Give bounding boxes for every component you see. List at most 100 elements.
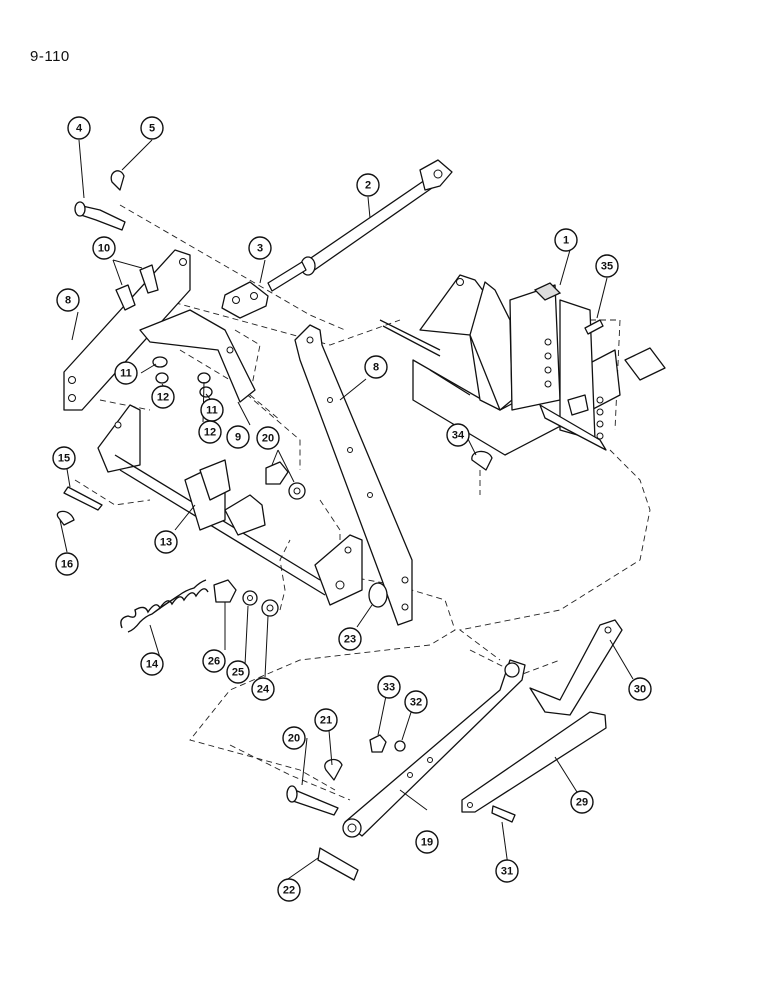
callout-circle: [377, 675, 401, 699]
callout-circle: [628, 677, 652, 701]
callout-label: 3: [257, 243, 263, 255]
callout-1: 1: [554, 228, 578, 252]
link-arm-30: [529, 619, 623, 716]
callout-label: 12: [204, 427, 216, 439]
callout-33: 33: [377, 675, 401, 699]
callout-label: 26: [208, 656, 220, 668]
callout-circle: [198, 420, 222, 444]
callout-circle: [151, 385, 175, 409]
callout-circle: [338, 627, 362, 651]
callout-label: 35: [601, 261, 613, 273]
page-number: 9-110: [30, 48, 70, 65]
callout-label: 8: [373, 362, 379, 374]
callout-4: 4: [67, 116, 91, 140]
callout-35: 35: [595, 254, 619, 278]
callout-circle: [114, 361, 138, 385]
callout-label: 5: [149, 123, 155, 135]
pin-20-lower: [286, 785, 339, 816]
callout-label: 20: [288, 733, 300, 745]
callout-19: 19: [415, 830, 439, 854]
clip-16: [56, 510, 75, 526]
callout-13: 13: [154, 530, 178, 554]
callout-circle: [55, 552, 79, 576]
bolt-22: [317, 847, 359, 881]
callout-label: 10: [98, 243, 110, 255]
callout-circle: [256, 426, 280, 450]
callout-label: 25: [232, 667, 244, 679]
callout-circle: [92, 236, 116, 260]
callout-label: 34: [452, 430, 465, 442]
callout-circle: [52, 446, 76, 470]
bracket: [139, 309, 256, 403]
callout-label: 14: [146, 659, 159, 671]
callout-circle: [226, 660, 250, 684]
lower-link-19: [342, 659, 526, 838]
callout-label: 20: [262, 433, 274, 445]
cross-shaft: [97, 404, 363, 606]
callout-label: 2: [365, 180, 371, 192]
callout-label: 31: [501, 866, 513, 878]
callout-leaders: [59, 139, 634, 882]
callout-label: 32: [410, 697, 422, 709]
callout-circle: [415, 830, 439, 854]
callout-label: 23: [344, 634, 356, 646]
callout-label: 21: [320, 715, 332, 727]
callout-label: 29: [576, 797, 588, 809]
callout-circle: [277, 878, 301, 902]
callout-circle: [56, 288, 80, 312]
pin: [74, 201, 126, 231]
callout-10: 10: [92, 236, 116, 260]
nut-washer-upper: [265, 461, 306, 500]
callout-label: 16: [61, 559, 73, 571]
callout-20: 20: [256, 426, 280, 450]
callout-24: 24: [251, 677, 275, 701]
link-bar-29: [461, 711, 607, 813]
callout-circle: [570, 790, 594, 814]
callout-circle: [595, 254, 619, 278]
callout-circle: [282, 726, 306, 750]
callout-29: 29: [570, 790, 594, 814]
callout-11: 11: [114, 361, 138, 385]
callout-23: 23: [338, 627, 362, 651]
bolt-31: [491, 805, 516, 823]
callout-12: 12: [198, 420, 222, 444]
nut-washers-lower: [213, 579, 279, 617]
callout-31: 31: [495, 859, 519, 883]
callout-label: 11: [206, 405, 218, 417]
callout-label: 33: [383, 682, 395, 694]
callout-label: 1: [563, 235, 569, 247]
callout-label: 15: [58, 453, 70, 465]
callout-34: 34: [446, 423, 470, 447]
hitch-frame: [379, 274, 666, 456]
callout-circle: [248, 236, 272, 260]
callout-21: 21: [314, 708, 338, 732]
top-link-end: [221, 281, 269, 319]
callout-circle: [364, 355, 388, 379]
callout-12: 12: [151, 385, 175, 409]
callout-9: 9: [226, 425, 250, 449]
callout-label: 12: [157, 392, 169, 404]
callout-15: 15: [52, 446, 76, 470]
callout-3: 3: [248, 236, 272, 260]
callout-label: 9: [235, 432, 241, 444]
callout-label: 13: [160, 537, 172, 549]
nut-33-washer-32: [369, 734, 406, 753]
callout-circle: [140, 652, 164, 676]
callout-circle: [446, 423, 470, 447]
clip-34: [471, 450, 493, 471]
callout-circle: [202, 649, 226, 673]
callout-11: 11: [200, 398, 224, 422]
callout-label: 11: [120, 368, 132, 380]
callout-circle: [554, 228, 578, 252]
callout-circle: [314, 708, 338, 732]
callout-label: 8: [65, 295, 71, 307]
clip-35: [584, 319, 604, 335]
callout-8: 8: [364, 355, 388, 379]
callout-circle: [356, 173, 380, 197]
callout-26: 26: [202, 649, 226, 673]
callout-16: 16: [55, 552, 79, 576]
callout-circle: [404, 690, 428, 714]
callout-30: 30: [628, 677, 652, 701]
callout-25: 25: [226, 660, 250, 684]
